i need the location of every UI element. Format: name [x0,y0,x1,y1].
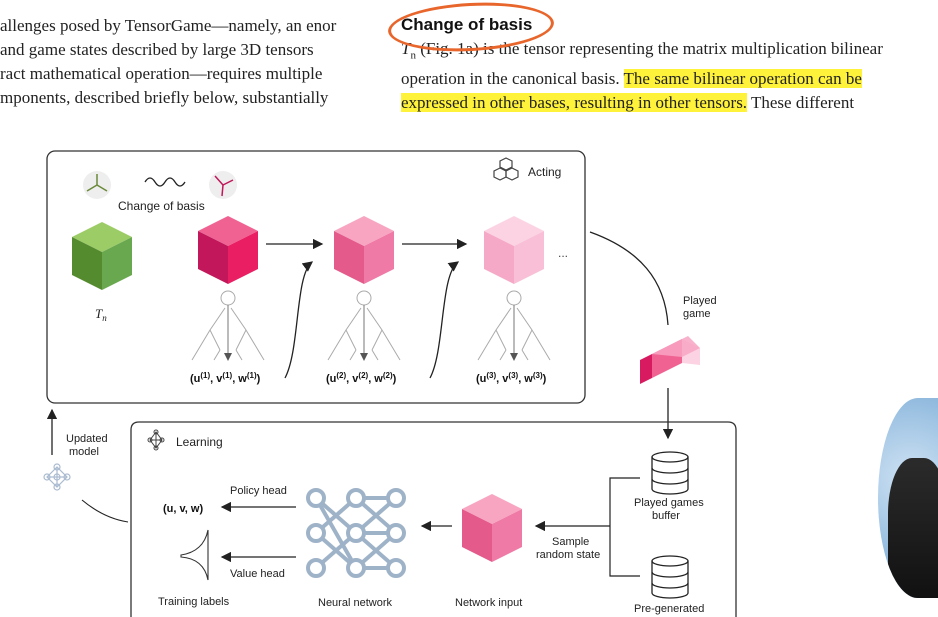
played-game-arrow [589,231,669,326]
left-line: mponents, described briefly below, subst… [0,88,329,107]
tn-label: Tn [95,306,107,323]
value-head-label: Value head [230,568,285,580]
highlighted-text: expressed in other bases, resulting in o… [401,93,748,113]
model-icon [43,463,71,491]
learning-panel [130,421,737,617]
network-input-cube [462,494,522,562]
line-text: is the tensor representing the matrix mu… [478,39,883,58]
left-line: and game states described by large 3D te… [0,40,314,59]
ellipsis: ... [558,246,568,260]
learning-label: Learning [176,435,223,449]
pregenerated-label: Pre-generated [634,603,704,615]
search-tree-1 [191,290,265,361]
database-icon [651,451,689,495]
figure-ref-link[interactable]: (Fig. 1a) [420,39,479,58]
highlighted-text: The same bilinear operation can be [623,69,862,89]
webcam-overlay [878,398,938,598]
pink-cube-3 [484,216,544,284]
paragraph-line-2: operation in the canonical basis. The sa… [401,67,938,91]
database-icon [651,555,689,599]
curved-arrow [429,261,460,379]
wave-icon [144,177,186,187]
left-line: ract mathematical operation—requires mul… [0,64,323,83]
action-label-2: (u(2), v(2), w(2)) [326,371,397,385]
acting-label: Acting [528,165,561,179]
neural-network-icon [306,488,406,578]
green-cube [72,222,132,290]
change-of-basis-label: Change of basis [118,199,205,213]
paragraph-line-1: Tn (Fig. 1a) is the tensor representing … [401,37,938,67]
action-label-1: (u(1), v(1), w(1)) [190,371,261,385]
network-icon [147,429,165,451]
left-line: allenges posed by TensorGame—namely, an … [0,16,337,35]
neural-network-label: Neural network [318,597,392,609]
pink-cube-2 [334,216,394,284]
search-tree-2 [327,290,401,361]
left-text-column: allenges posed by TensorGame—namely, an … [0,14,390,110]
presenter-silhouette [888,458,938,598]
model-curve [81,499,129,523]
section-heading: Change of basis [401,15,533,34]
paragraph-line-3: expressed in other bases, resulting in o… [401,91,938,115]
action-label-3: (u(3), v(3), w(3)) [476,371,547,385]
policy-head-label: Policy head [230,485,287,497]
training-labels-label: Training labels [158,596,230,608]
value-distribution-icon [180,529,209,581]
acting-panel [46,150,586,404]
line-text: operation in the canonical basis. [401,69,624,89]
played-game-cubes [640,336,700,384]
pink-cube-1 [198,216,258,284]
uvw-label: (u, v, w) [163,503,203,515]
hexagons-icon [493,157,519,181]
tensor-symbol: T [401,39,411,58]
bracket-line [609,477,640,577]
right-text-column: Change of basis Tn (Fig. 1a) is the tens… [401,13,938,115]
curved-arrow [284,261,314,379]
line-text: These different [747,93,855,113]
network-input-label: Network input [455,597,522,609]
search-tree-3 [477,290,551,361]
tensor-subscript: n [410,49,416,62]
